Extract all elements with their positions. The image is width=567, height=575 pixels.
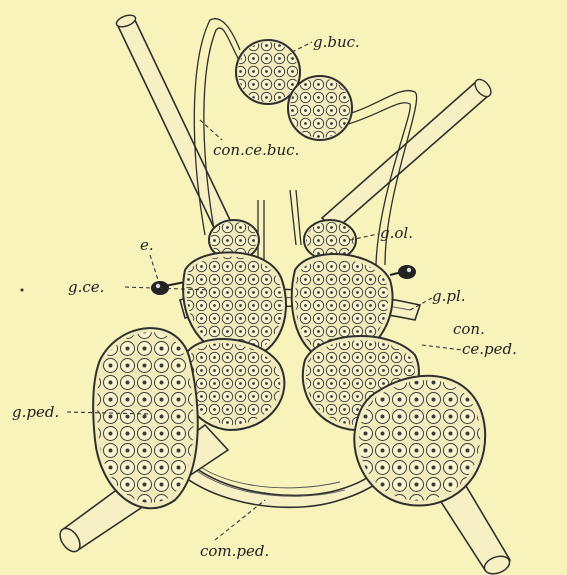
- speck-mark: [21, 289, 24, 292]
- pedal-ganglia: [93, 328, 485, 508]
- label-con-ce-ped: con. ce.ped.: [422, 320, 517, 358]
- label-con-text: con.: [453, 320, 485, 338]
- label-g-buc-text: g.buc.: [313, 33, 360, 51]
- label-con-ce-buc: con.ce.buc.: [200, 120, 299, 159]
- label-g-buc: g.buc.: [292, 33, 360, 52]
- label-g-pl-text: g.pl.: [432, 287, 466, 305]
- left-upper-nerve: [115, 13, 230, 230]
- label-e-text: e.: [140, 236, 154, 254]
- label-g-ol-text: g.ol.: [380, 224, 413, 242]
- label-g-ol: g.ol.: [350, 224, 413, 242]
- label-con-ce-buc-text: con.ce.buc.: [213, 141, 299, 159]
- label-g-ce-text: g.ce.: [68, 278, 104, 296]
- label-com-ped-text: com.ped.: [200, 542, 269, 560]
- label-g-ped-text: g.ped.: [12, 403, 59, 421]
- label-com-ped: com.ped.: [200, 500, 269, 560]
- label-ce-ped-text: ce.ped.: [462, 340, 517, 358]
- label-e: e.: [140, 236, 158, 280]
- buccal-ganglia: [236, 40, 352, 140]
